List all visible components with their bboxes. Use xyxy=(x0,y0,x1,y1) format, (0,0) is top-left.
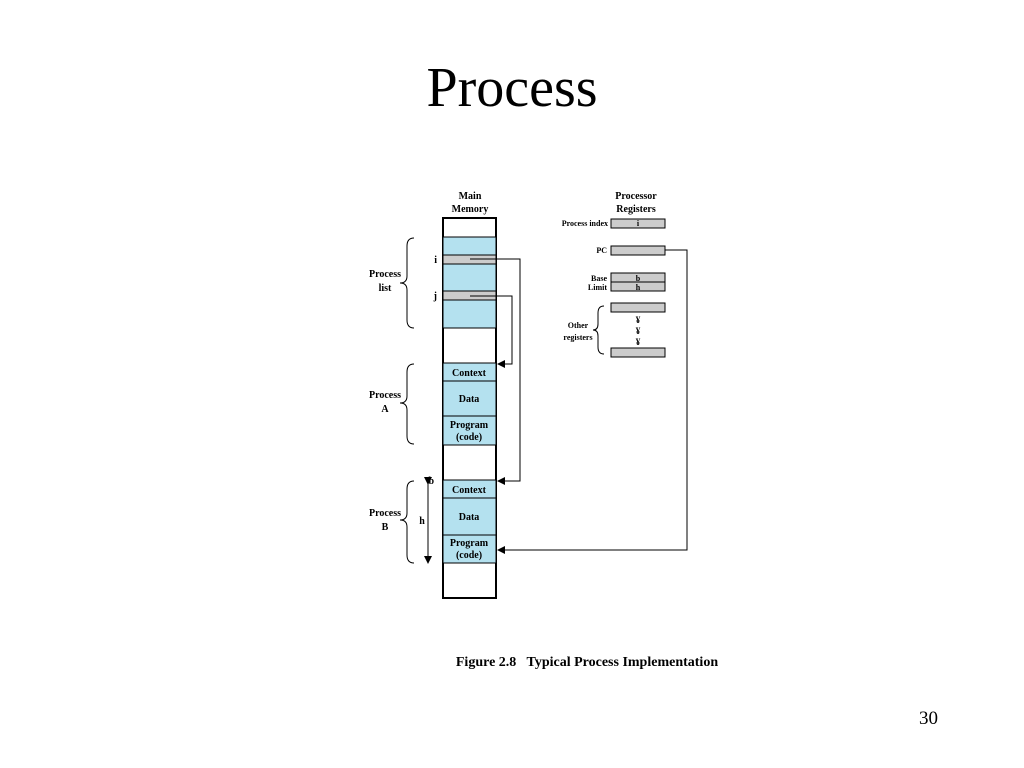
process-a-region: Context Data Program (code) xyxy=(442,362,497,446)
process-b-program-block xyxy=(442,534,497,564)
main-memory-header: Main Memory xyxy=(452,191,489,215)
other-registers: ¥ ¥ ¥ Other registers xyxy=(563,302,666,358)
svg-text:Process: Process xyxy=(369,269,401,280)
process-b-data-block xyxy=(442,497,497,536)
process-a-context-label: Context xyxy=(452,368,487,379)
svg-text:i: i xyxy=(637,219,640,228)
svg-text:Process: Process xyxy=(369,508,401,519)
process-list-label: Process list xyxy=(369,269,401,294)
process-b-code-label: (code) xyxy=(456,550,482,561)
process-a-data-block xyxy=(442,380,497,417)
svg-text:¥: ¥ xyxy=(636,337,641,347)
process-a-program-block xyxy=(442,415,497,446)
svg-text:¥: ¥ xyxy=(636,315,641,325)
process-a-code-label: (code) xyxy=(456,432,482,443)
process-b-data-label: Data xyxy=(459,512,480,523)
svg-text:¥: ¥ xyxy=(636,326,641,336)
process-a-data-label: Data xyxy=(459,394,480,405)
process-list-brace xyxy=(399,237,415,329)
process-list-region xyxy=(442,236,497,329)
svg-text:PC: PC xyxy=(596,246,607,255)
entry-j-label: j xyxy=(433,291,437,302)
entry-i-to-process-b-arrow xyxy=(470,258,521,485)
svg-text:Processor: Processor xyxy=(615,191,657,202)
svg-text:Main: Main xyxy=(459,191,482,202)
figure-caption: Figure 2.8 Typical Process Implementatio… xyxy=(456,655,718,670)
process-b-program-label: Program xyxy=(450,538,489,549)
processor-registers-header: Processor Registers xyxy=(615,191,657,215)
svg-text:Limit: Limit xyxy=(588,283,607,292)
slide-title: Process xyxy=(426,57,598,119)
process-a-brace xyxy=(399,363,415,445)
svg-text:Process: Process xyxy=(369,390,401,401)
base-marker-label: b xyxy=(428,476,434,487)
svg-text:B: B xyxy=(382,522,389,533)
svg-text:b: b xyxy=(636,274,641,283)
limit-register: Limit h xyxy=(588,281,666,292)
pc-register: PC xyxy=(596,245,666,256)
process-index-register: Process index i xyxy=(562,218,666,229)
process-a-label: Process A xyxy=(369,390,401,415)
entry-j-to-process-a-arrow xyxy=(470,295,513,368)
process-b-label: Process B xyxy=(369,508,401,533)
svg-text:h: h xyxy=(636,283,641,292)
svg-text:Base: Base xyxy=(591,274,607,283)
other-registers-brace xyxy=(592,305,605,355)
svg-text:A: A xyxy=(381,404,389,415)
svg-text:Memory: Memory xyxy=(452,204,489,215)
svg-text:registers: registers xyxy=(563,333,592,342)
svg-text:Registers: Registers xyxy=(616,204,656,215)
entry-i-label: i xyxy=(434,255,437,266)
svg-text:list: list xyxy=(379,283,392,294)
process-a-program-label: Program xyxy=(450,420,489,431)
pc-to-program-b-arrow xyxy=(497,249,688,554)
svg-text:Other: Other xyxy=(568,321,589,330)
process-b-context-label: Context xyxy=(452,485,487,496)
page-number: 30 xyxy=(919,708,938,729)
svg-text:Process index: Process index xyxy=(562,219,608,228)
process-b-region: Context Data Program (code) xyxy=(442,479,497,564)
extent-h-label: h xyxy=(419,516,425,527)
process-b-brace xyxy=(399,480,415,564)
